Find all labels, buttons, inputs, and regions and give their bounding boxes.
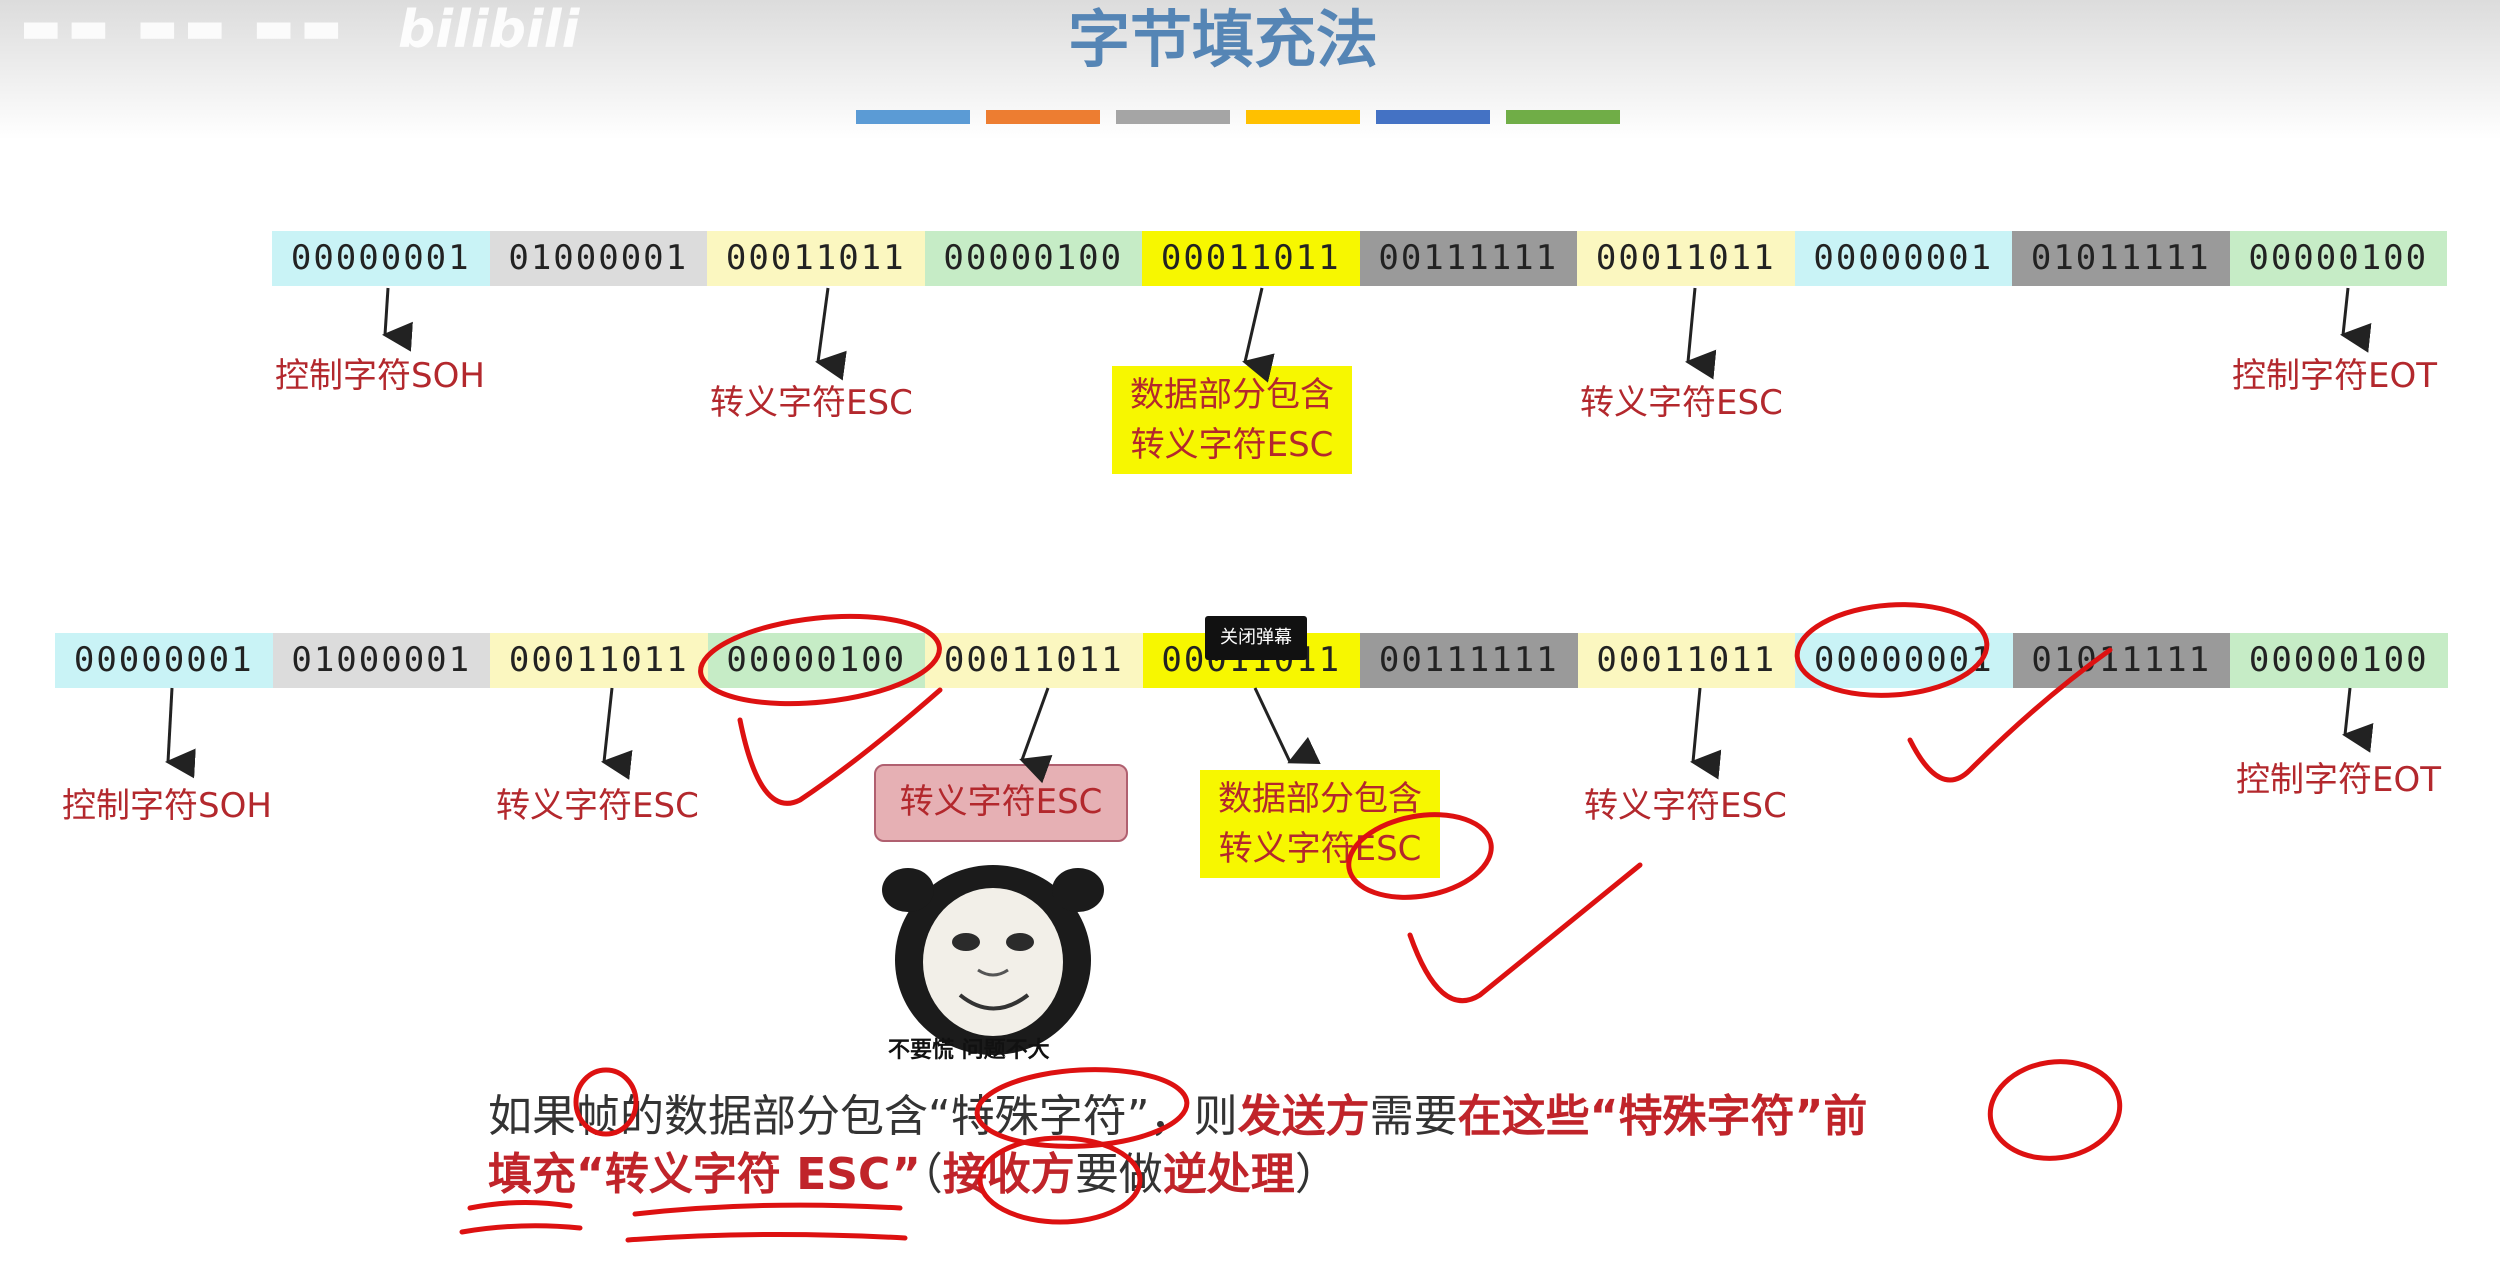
accent-bar bbox=[1506, 110, 1620, 124]
byte-segment: 00000100 bbox=[924, 231, 1142, 286]
data-contains-esc-box: 数据部分包含 转义字符ESC bbox=[1112, 366, 1352, 474]
data-contains-esc-box-row2: 数据部分包含 转义字符ESC bbox=[1200, 770, 1440, 878]
byte-segment: 00011011 bbox=[1142, 231, 1360, 286]
byte-segment: 00000100 bbox=[2229, 231, 2447, 286]
data-contains-line1-row2: 数据部分包含 bbox=[1218, 779, 1422, 819]
byte-segment: 00000100 bbox=[707, 633, 925, 688]
byte-segment: 00011011 bbox=[1577, 633, 1795, 688]
accent-bar bbox=[856, 110, 970, 124]
label-esc: 转义字符ESC bbox=[710, 383, 913, 423]
byte-segment: 01011111 bbox=[2012, 633, 2230, 688]
label-esc-2: 转义字符ESC bbox=[1580, 383, 1783, 423]
text-run: （ bbox=[920, 1149, 943, 1200]
label-eot: 控制字符EOT bbox=[2232, 356, 2438, 396]
data-contains-line2: 转义字符ESC bbox=[1130, 425, 1334, 465]
bottom-text-line1: 如果帧的数据部分包含“特殊字符”，则发送方需要在这些“特殊字符”前 bbox=[488, 1080, 1867, 1144]
byte-segment: 00000001 bbox=[1795, 633, 2013, 688]
bottom-text-line2: 填充“转义字符 ESC”（接收方要做逆处理） bbox=[488, 1138, 1339, 1202]
accent-bar bbox=[1376, 110, 1490, 124]
byte-segment: 00011011 bbox=[1577, 231, 1795, 286]
meme-caption: 不要慌 问题不大 bbox=[888, 1038, 1050, 1063]
byte-segment: 00011011 bbox=[707, 231, 925, 286]
text-run: 填充“转义字符 ESC” bbox=[488, 1149, 921, 1200]
byte-segment: 00000001 bbox=[272, 231, 490, 286]
byte-segment: 00011011 bbox=[490, 633, 708, 688]
label-soh: 控制字符SOH bbox=[275, 356, 485, 396]
data-contains-line1: 数据部分包含 bbox=[1130, 375, 1334, 415]
byte-segment: 00111111 bbox=[1359, 231, 1577, 286]
byte-segment: 01000001 bbox=[272, 633, 490, 688]
byte-segment: 00011011 bbox=[925, 633, 1143, 688]
byte-segment: 00000100 bbox=[2230, 633, 2448, 688]
close-danmaku-button[interactable]: 关闭弹幕 bbox=[1205, 616, 1307, 660]
arrow-soh bbox=[382, 287, 413, 352]
text-run: 逆处理 bbox=[1162, 1149, 1295, 1200]
byte-segment: 01000001 bbox=[489, 231, 707, 286]
label-eot-row2: 控制字符EOT bbox=[2236, 760, 2442, 800]
byte-segment: 01011111 bbox=[2012, 231, 2230, 286]
label-soh-row2: 控制字符SOH bbox=[62, 786, 272, 826]
text-run: ） bbox=[1294, 1149, 1339, 1200]
panda-meme-image bbox=[882, 865, 1104, 1055]
byte-segment: 00000001 bbox=[55, 633, 273, 688]
text-run: 接收方 bbox=[942, 1149, 1075, 1200]
bilibili-watermark: bilibili bbox=[398, 0, 580, 60]
inserted-esc-box: 转义字符ESC bbox=[874, 764, 1128, 842]
byte-segment: 00111111 bbox=[1360, 633, 1578, 688]
text-run: 需要 bbox=[1369, 1091, 1458, 1142]
watermark-faded-text: ▬▬ ▬▬ ▬▬ bbox=[20, 2, 349, 53]
byte-segment: 00000001 bbox=[1794, 231, 2012, 286]
accent-bar bbox=[1246, 110, 1360, 124]
label-esc-2-row2: 转义字符ESC bbox=[1584, 786, 1787, 826]
label-esc-row2: 转义字符ESC bbox=[496, 786, 699, 826]
text-run: 发送方 bbox=[1237, 1091, 1370, 1142]
text-run: 在这些“特殊字符”前 bbox=[1457, 1091, 1868, 1142]
accent-bar bbox=[986, 110, 1100, 124]
page-title: 字节填充法 bbox=[1067, 3, 1378, 76]
text-run: 要做 bbox=[1074, 1149, 1163, 1200]
accent-bar bbox=[1116, 110, 1230, 124]
data-contains-line2-row2: 转义字符ESC bbox=[1218, 829, 1422, 869]
